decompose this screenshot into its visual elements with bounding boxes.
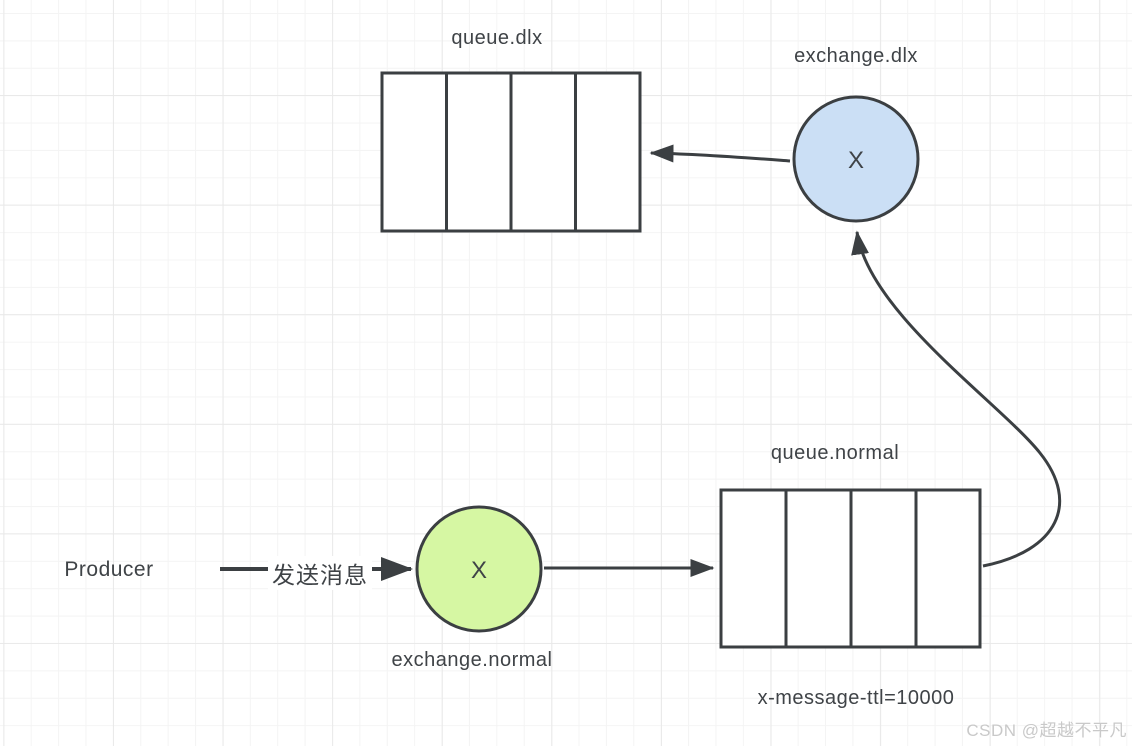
queue-dlx-shape [380,71,642,233]
arrow-exchange-dlx-to-queue-dlx [649,144,791,163]
queue-normal-shape [719,488,982,649]
exchange-dlx-node [792,95,920,223]
exchange-dlx-symbol: X [848,147,864,174]
queue-dlx-label: queue.dlx [451,27,543,49]
exchange-normal-node [415,505,543,633]
exchange-dlx-label: exchange.dlx [794,45,918,67]
arrow-queue-normal-to-exchange-dlx [851,230,1062,568]
exchange-normal-label: exchange.normal [391,649,553,671]
csdn-watermark: CSDN @超越不平凡 [966,721,1127,740]
exchange-normal-symbol: X [471,557,487,584]
queue-normal-label: queue.normal [770,442,900,464]
producer-label: Producer [64,558,154,581]
queue-normal-ttl-label: x-message-ttl=10000 [757,687,955,709]
send-message-edge-label: 发送消息 [268,556,372,590]
